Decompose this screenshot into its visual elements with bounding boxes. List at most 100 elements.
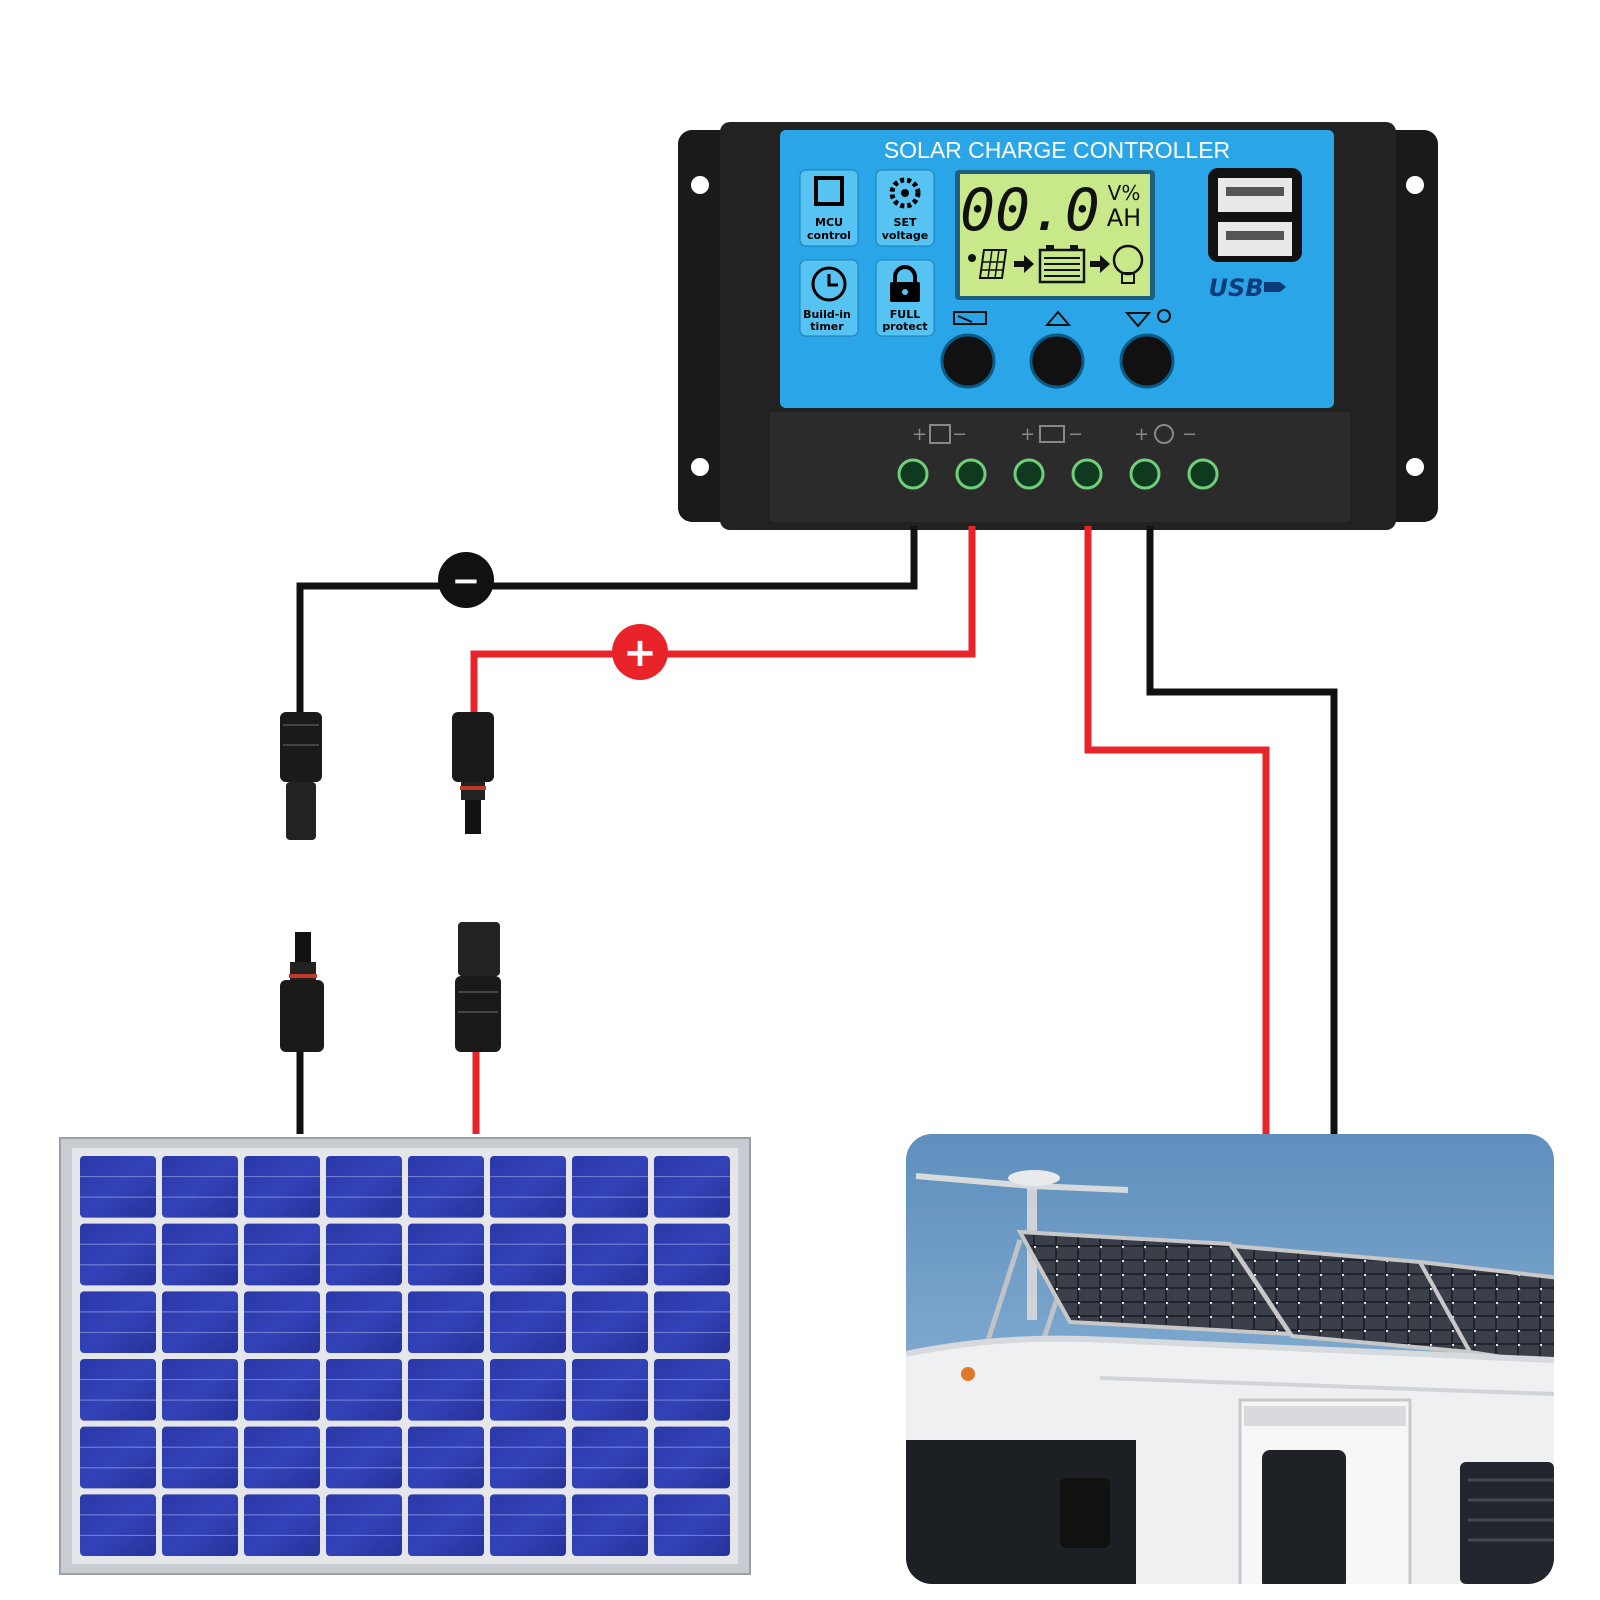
solar-cell [244, 1291, 320, 1353]
terminal-screw[interactable] [1187, 458, 1219, 490]
mount-hole-icon [1406, 176, 1424, 194]
lcd-unit-bottom: AH [1107, 204, 1141, 232]
feature-label: timer [810, 320, 844, 333]
solar-cell [162, 1359, 238, 1421]
lcd-unit-top: V% [1108, 181, 1141, 205]
panel-negative-wire [296, 526, 918, 716]
feature-label: voltage [882, 229, 929, 242]
clock-icon [811, 266, 847, 302]
svg-text:+: + [1020, 424, 1035, 445]
svg-text:−: − [1068, 424, 1083, 445]
solar-cell [654, 1494, 730, 1556]
solar-cell [408, 1223, 484, 1286]
solar-panel-terminal-icon: + − [912, 424, 967, 445]
solar-cell [244, 1494, 320, 1556]
terminal-screw[interactable] [1013, 458, 1045, 490]
solar-cell [162, 1156, 238, 1218]
solar-cell [80, 1494, 156, 1556]
bulb-icon [1112, 244, 1144, 284]
solar-cell [408, 1156, 484, 1218]
negative-symbol: − [452, 561, 481, 601]
solar-cell [80, 1291, 156, 1353]
solar-cell [162, 1494, 238, 1556]
feature-label: FULL [890, 308, 920, 321]
up-button[interactable] [1029, 333, 1085, 389]
usb-ports[interactable] [1208, 168, 1302, 262]
mount-hole-icon [691, 458, 709, 476]
solar-cell [490, 1156, 566, 1218]
solar-cell [326, 1359, 402, 1421]
usb-plug-icon [1264, 282, 1286, 292]
lcd-display: 00.0 V% AH [955, 170, 1155, 300]
solar-panel [59, 1137, 751, 1575]
chip-icon [814, 176, 844, 206]
down-button[interactable] [1119, 333, 1175, 389]
solar-charge-controller: SOLAR CHARGE CONTROLLER MCU control SET … [678, 122, 1438, 530]
solar-cell [490, 1223, 566, 1286]
feature-set-voltage: SET voltage [875, 169, 935, 247]
panel-positive-wire [470, 526, 976, 716]
load-terminal-icon: + − [1134, 424, 1197, 445]
solar-panel-icon [968, 249, 1008, 279]
arrow-right-icon [1014, 255, 1034, 273]
lcd-value: 00.0 [960, 176, 1100, 244]
mc4-male-connector-bottom [280, 932, 324, 1052]
solar-cell [244, 1223, 320, 1286]
feature-build-in-timer: Build-in timer [799, 259, 859, 337]
menu-button[interactable] [940, 333, 996, 389]
solar-cell [572, 1223, 648, 1286]
solar-cell [654, 1291, 730, 1353]
svg-text:−: − [1182, 424, 1197, 445]
solar-cell [80, 1359, 156, 1421]
feature-label: Build-in [803, 308, 851, 321]
solar-cell [572, 1426, 648, 1489]
solar-cell [654, 1359, 730, 1421]
feature-mcu-control: MCU control [799, 169, 859, 247]
terminal-screws [897, 458, 1219, 490]
solar-cell [408, 1359, 484, 1421]
solar-cell [572, 1359, 648, 1421]
lock-icon [890, 265, 920, 302]
solar-cell [80, 1156, 156, 1218]
mount-hole-icon [691, 176, 709, 194]
solar-cell [490, 1494, 566, 1556]
battery-terminal-icon: + − [1020, 424, 1083, 445]
solar-cell [244, 1156, 320, 1218]
solar-cell [244, 1426, 320, 1489]
solar-cell [490, 1359, 566, 1421]
controller-title: SOLAR CHARGE CONTROLLER [884, 137, 1230, 163]
mc4-female-connector-bottom [455, 922, 501, 1052]
terminal-screw[interactable] [1129, 458, 1161, 490]
arrow-right-icon [1090, 255, 1110, 273]
solar-cell-grid [80, 1156, 730, 1556]
positive-symbol: + [623, 630, 657, 676]
mc4-male-connector-top [452, 712, 494, 834]
rv-with-solar-panels-photo [906, 1134, 1554, 1584]
feature-label: SET [894, 216, 917, 229]
solar-cell [408, 1494, 484, 1556]
feature-label: MCU [815, 216, 843, 229]
solar-cell [408, 1291, 484, 1353]
terminal-screw[interactable] [955, 458, 987, 490]
gear-icon [889, 177, 921, 209]
feature-full-protect: FULL protect [875, 259, 935, 337]
terminal-screw[interactable] [1071, 458, 1103, 490]
solar-cell [162, 1223, 238, 1286]
wires [296, 526, 1338, 1252]
up-arrow-icon [1044, 310, 1072, 326]
mc4-female-connector-top [280, 712, 322, 840]
svg-text:−: − [952, 424, 967, 445]
solar-cell [408, 1426, 484, 1489]
feature-label: control [807, 229, 851, 242]
battery-negative-wire [1146, 526, 1338, 1252]
solar-cell [326, 1291, 402, 1353]
solar-cell [162, 1426, 238, 1489]
negative-marker: − [438, 552, 494, 608]
solar-cell [326, 1494, 402, 1556]
solar-cell [244, 1359, 320, 1421]
solar-cell [162, 1291, 238, 1353]
terminal-screw[interactable] [897, 458, 929, 490]
solar-cell [572, 1291, 648, 1353]
solar-cell [326, 1426, 402, 1489]
